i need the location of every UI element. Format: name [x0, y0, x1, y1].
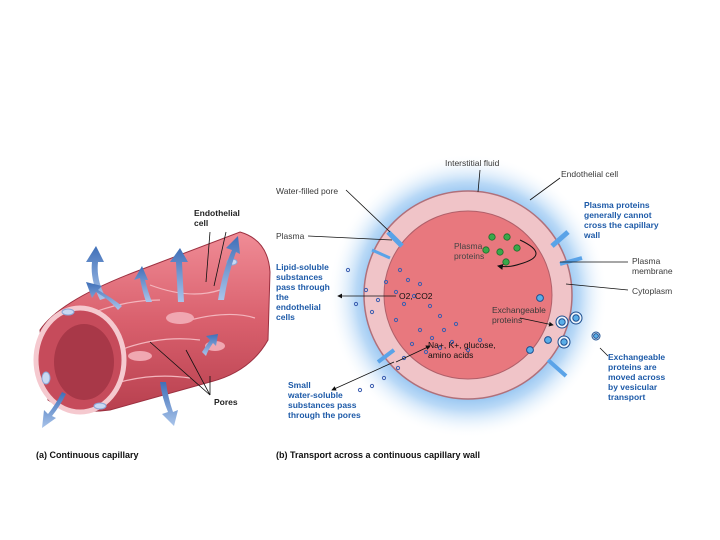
panel-a-leaders [149, 231, 227, 396]
label-small-water-soluble: Small water-soluble substances pass thro… [288, 380, 361, 420]
label-endothelial-cell-a: Endothelial cell [194, 208, 240, 228]
label-lipid-soluble: Lipid-soluble substances pass through th… [276, 262, 330, 322]
plasma-proteins [482, 233, 521, 266]
label-exchangeable-proteins: Exchangeable proteins [492, 305, 546, 325]
solute-dots [345, 267, 483, 393]
label-plasma-proteins: Plasma proteins [454, 241, 485, 261]
label-ions: Na+, K+, glucose, amino acids [428, 340, 496, 360]
capillary-tube [33, 231, 271, 415]
protein-return-arrow [497, 239, 537, 270]
panel-b-leaders [307, 169, 629, 391]
caption-a: (a) Continuous capillary [36, 450, 139, 460]
exchange-arrows [42, 236, 240, 428]
exchangeable-proteins [526, 294, 601, 354]
label-cytoplasm: Cytoplasm [632, 286, 673, 296]
caption-b: (b) Transport across a continuous capill… [276, 450, 481, 460]
label-plasma-proteins-note: Plasma proteins generally cannot cross t… [584, 200, 659, 240]
endothelial-wall [363, 190, 583, 400]
label-o2-co2: O2, CO2 [399, 291, 433, 301]
label-vesicular-transport: Exchangeable proteins are moved across b… [608, 352, 666, 402]
label-endothelial-cell-b: Endothelial cell [561, 169, 619, 179]
label-plasma-membrane: Plasma membrane [632, 256, 673, 276]
label-plasma: Plasma [276, 231, 305, 241]
label-pores: Pores [214, 397, 238, 407]
label-water-filled-pore: Water-filled pore [276, 186, 339, 196]
label-interstitial-fluid: Interstitial fluid [445, 158, 500, 168]
